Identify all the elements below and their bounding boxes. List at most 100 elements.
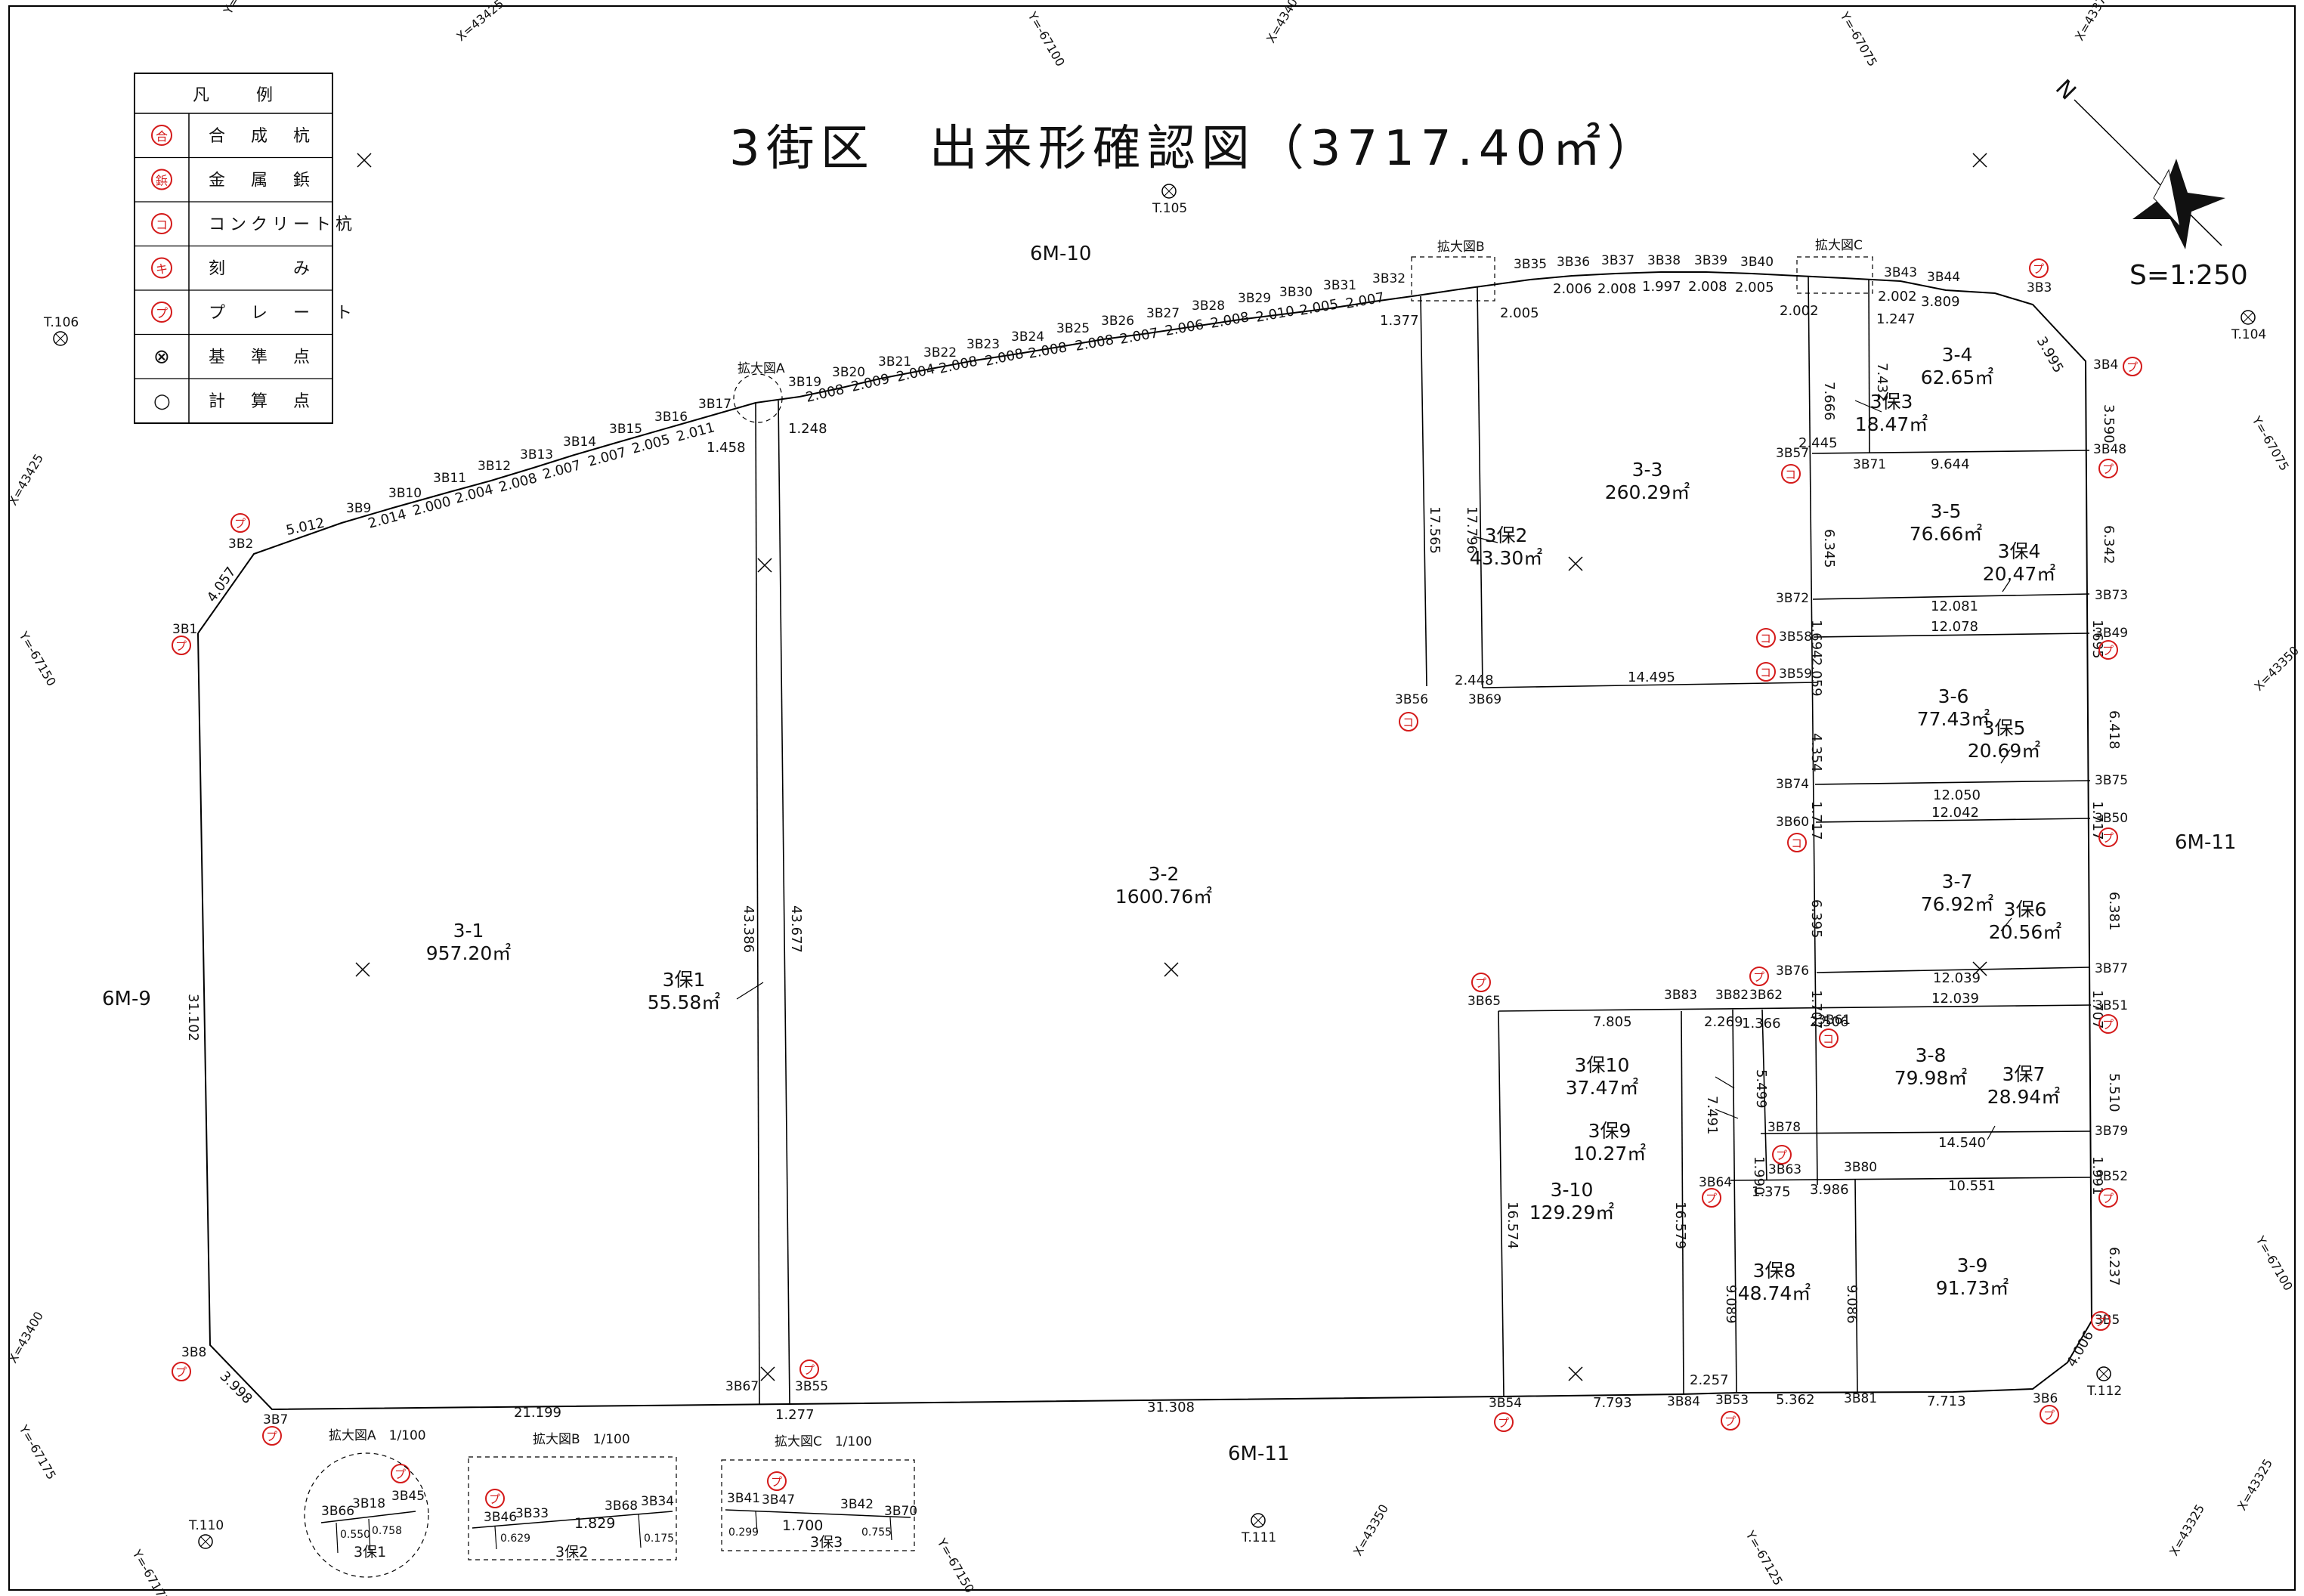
inset-b: 拡大図B 1/100 xyxy=(468,1432,677,1560)
point-3B59: 3B59 xyxy=(1779,667,1812,682)
svg-text:プ: プ xyxy=(175,1366,187,1379)
cross-mark-icon xyxy=(357,153,372,168)
point-3B19: 3B19 xyxy=(788,375,821,390)
plate-marker-icon: コ xyxy=(1399,712,1418,732)
point-3B14: 3B14 xyxy=(563,435,596,450)
svg-text:プ: プ xyxy=(2043,1409,2055,1422)
plate-marker-icon: コ xyxy=(1819,1028,1839,1048)
point-3B5: 3B5 xyxy=(2095,1313,2120,1328)
legend-label-2: コンクリート杭 xyxy=(209,215,357,234)
dim-label-5: 2.008 xyxy=(497,470,539,496)
dim-label-95: 9.086 xyxy=(1844,1285,1860,1324)
point-3B1: 3B1 xyxy=(172,622,197,637)
dim-label-39: 1.695 xyxy=(2089,620,2105,659)
point-3B69: 3B69 xyxy=(1468,692,1501,707)
svg-text:コ: コ xyxy=(1760,632,1771,645)
plate-marker-icon: プ xyxy=(230,513,250,533)
parcel-name-2: 3-3 xyxy=(1632,459,1663,481)
point-3B6: 3B6 xyxy=(2033,1391,2058,1406)
point-3B27: 3B27 xyxy=(1146,306,1180,321)
parcel-name-19: 3保10 xyxy=(1575,1054,1630,1076)
grid-label-12: Y=-67175 xyxy=(16,1422,59,1483)
dim-label-46: 1.991 xyxy=(2089,1156,2105,1195)
point-3B50: 3B50 xyxy=(2095,811,2128,826)
inset-point-3B66: 3B66 xyxy=(321,1504,354,1519)
scale-label: S=1:250 xyxy=(2129,260,2248,291)
point-3B28: 3B28 xyxy=(1192,298,1225,314)
point-3B35: 3B35 xyxy=(1514,257,1547,272)
parcel-area-9: 129.29㎡ xyxy=(1529,1202,1614,1223)
inset-parcel-2: 3保3 xyxy=(810,1534,843,1551)
dim-label-58: 43.677 xyxy=(788,905,804,953)
cross-mark-icon xyxy=(1972,961,1987,976)
point-3B71: 3B71 xyxy=(1853,457,1886,472)
dim-label-49: 7.713 xyxy=(1927,1393,1966,1409)
point-3B48: 3B48 xyxy=(2093,442,2126,457)
inset-dim-2-2: 0.755 xyxy=(861,1526,892,1539)
parcel-name-13: 3保4 xyxy=(1998,540,2041,562)
dim-label-77: 6.395 xyxy=(1808,899,1824,939)
dim-label-22: 2.010 xyxy=(1254,303,1295,326)
parcel-area-19: 37.47㎡ xyxy=(1566,1077,1639,1099)
dim-label-43: 6.381 xyxy=(2106,892,2122,931)
leader-lines xyxy=(736,400,2012,1140)
legend-symbol-0: 合 xyxy=(156,129,168,144)
grid-label-8: Y=-67150 xyxy=(16,629,59,689)
dim-label-94: 9.089 xyxy=(1723,1285,1739,1324)
dim-label-62: 2.448 xyxy=(1455,673,1494,688)
dim-label-89: 1.375 xyxy=(1752,1184,1791,1200)
dim-label-37: 3.590 xyxy=(2101,404,2117,444)
point-3B75: 3B75 xyxy=(2095,773,2128,788)
parcel-name-10: 3保1 xyxy=(663,969,706,991)
point-3B78: 3B78 xyxy=(1767,1120,1801,1135)
point-3B61: 3B61 xyxy=(1817,1013,1851,1028)
dim-label-80: 12.039 xyxy=(1931,991,1979,1007)
dim-label-73: 4.354 xyxy=(1808,733,1824,772)
plate-marker-icon: プ xyxy=(2091,1311,2111,1331)
point-3B10: 3B10 xyxy=(388,486,422,501)
svg-text:コ: コ xyxy=(1823,1032,1834,1046)
dim-label-30: 2.008 xyxy=(1688,279,1727,295)
parcel-area-6: 76.92㎡ xyxy=(1921,893,1994,915)
dim-label-25: 1.377 xyxy=(1380,313,1419,329)
point-3B36: 3B36 xyxy=(1557,255,1590,270)
cross-mark-icon xyxy=(1972,153,1987,168)
dim-label-54: 21.199 xyxy=(514,1405,561,1421)
inset-c-title: 拡大図C 1/100 xyxy=(775,1434,872,1449)
dim-label-69: 12.081 xyxy=(1931,598,1978,614)
legend-label-3: 刻 み xyxy=(209,260,314,279)
inset-parcel-0: 3保1 xyxy=(354,1544,386,1560)
inset-a: 拡大図A 1/100 xyxy=(304,1428,429,1578)
grid-label-14: Y=-67175 xyxy=(129,1547,172,1596)
benchmark-icon xyxy=(198,1534,213,1549)
dim-label-36: 3.995 xyxy=(2033,334,2067,376)
dim-label-83: 1.366 xyxy=(1742,1016,1781,1032)
dim-label-81: 7.805 xyxy=(1593,1014,1632,1030)
dim-label-11: 1.248 xyxy=(788,421,827,437)
point-3B11: 3B11 xyxy=(433,471,466,486)
svg-text:プ: プ xyxy=(2102,1192,2114,1205)
dim-label-74: 12.050 xyxy=(1933,787,1981,803)
dim-label-59: 1.277 xyxy=(775,1407,815,1423)
dim-label-27: 2.006 xyxy=(1553,281,1592,297)
inset-mark-c: 拡大図C xyxy=(1815,238,1863,253)
grid-label-15: Y=-67150 xyxy=(934,1536,977,1596)
dim-label-63: 14.495 xyxy=(1628,670,1675,685)
dim-label-84: 2.506 xyxy=(1810,1014,1849,1030)
parcel-area-0: 957.20㎡ xyxy=(426,942,511,964)
inset-b-title: 拡大図B 1/100 xyxy=(533,1432,630,1447)
svg-text:プ: プ xyxy=(394,1468,406,1481)
dim-label-29: 1.997 xyxy=(1642,279,1681,295)
point-3B25: 3B25 xyxy=(1056,321,1090,336)
dim-label-48: 4.006 xyxy=(2064,1328,2097,1369)
svg-text:プ: プ xyxy=(2102,462,2114,476)
parcel-area-8: 91.73㎡ xyxy=(1936,1277,2009,1299)
inset-dim-2-0: 0.299 xyxy=(728,1526,759,1539)
inset-parcel-1: 3保2 xyxy=(555,1544,588,1560)
point-3B84: 3B84 xyxy=(1667,1394,1700,1409)
inset-dim-2-1: 1.700 xyxy=(782,1517,823,1534)
svg-text:プ: プ xyxy=(2033,262,2044,276)
dim-label-53: 31.308 xyxy=(1147,1400,1195,1415)
grid-label-2: Y=-67100 xyxy=(1025,9,1068,70)
point-3B4: 3B4 xyxy=(2093,357,2118,373)
